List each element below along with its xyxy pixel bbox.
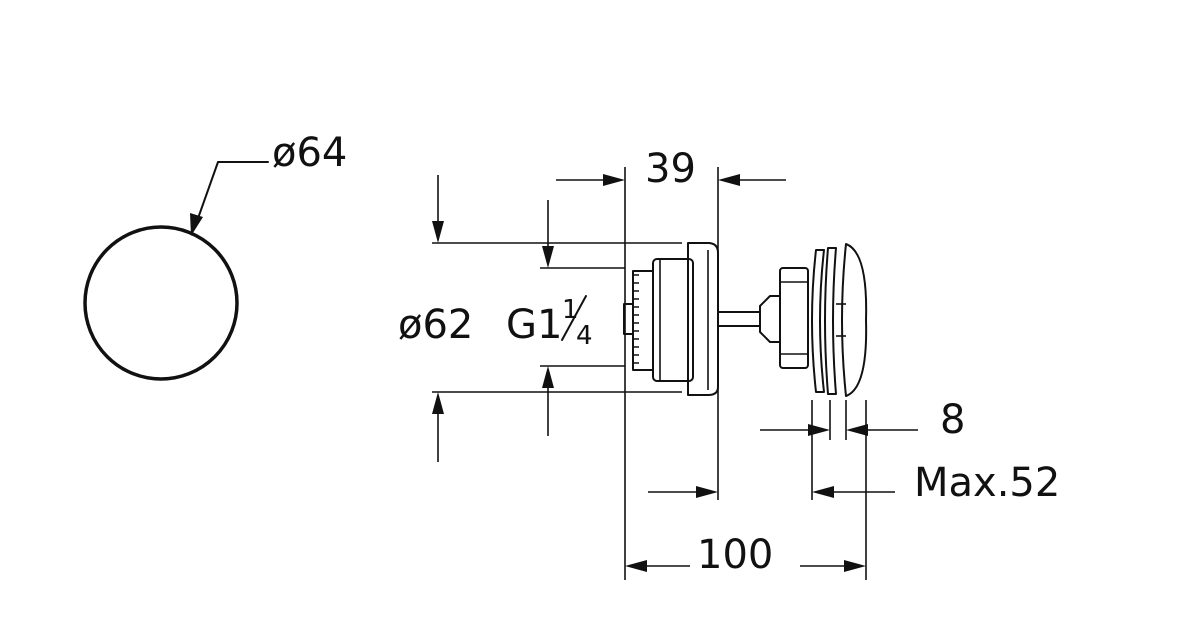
cap-top-view: ø64 xyxy=(83,130,347,381)
nose-cap xyxy=(623,303,634,335)
seal-ring-inner xyxy=(824,247,837,395)
spindle-collar xyxy=(759,295,781,343)
thread-frac-den: 4 xyxy=(576,321,593,351)
dimension-max52: Max.52 xyxy=(648,460,1060,506)
waste-side-view xyxy=(623,242,868,397)
dimension-8: 8 xyxy=(760,397,965,443)
dimension-100: 100 xyxy=(625,532,866,578)
body-diameter-label: ø62 xyxy=(398,302,473,348)
cap-circle xyxy=(83,225,239,381)
gap-8-label: 8 xyxy=(940,397,965,443)
seal-ring-outer xyxy=(811,249,825,393)
thread-teeth xyxy=(633,274,639,364)
dimension-39: 39 xyxy=(556,146,786,192)
dimension-62: ø62 xyxy=(398,175,473,462)
main-body xyxy=(652,258,694,382)
depth-39-label: 39 xyxy=(645,146,696,192)
cap-leader-arrow xyxy=(190,213,203,236)
dimension-g114: G1 1 4 xyxy=(506,200,593,436)
cap-diameter-label: ø64 xyxy=(272,130,347,176)
cap-leader-line xyxy=(195,161,269,225)
button-cap xyxy=(841,243,868,397)
max-52-label: Max.52 xyxy=(914,460,1060,506)
thread-label: G1 xyxy=(506,302,562,348)
extension-lines xyxy=(432,167,867,580)
total-100-label: 100 xyxy=(697,532,773,578)
plug-body xyxy=(779,267,809,369)
